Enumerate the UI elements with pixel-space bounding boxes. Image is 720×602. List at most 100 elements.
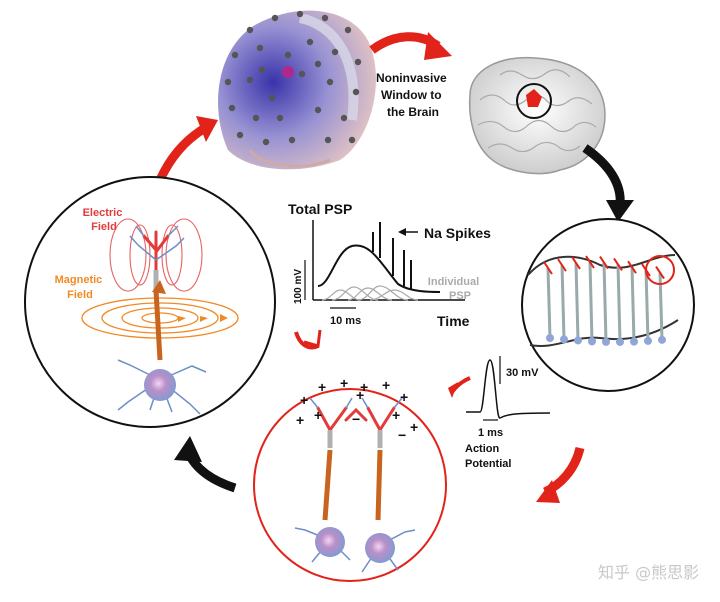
cortical-dendrite: [571, 256, 581, 270]
dipole-circle: +++++++++++−−: [253, 375, 447, 582]
watermark: 知乎 @熊思影: [598, 563, 699, 582]
electrode-dot: [228, 104, 236, 112]
action-potential-plot: 30 mV 1 ms Action Potential: [465, 356, 551, 470]
cortical-soma: [644, 336, 652, 345]
cortical-neuron: [560, 265, 566, 340]
cortical-dendrite: [627, 260, 637, 274]
electrode-dot: [296, 10, 304, 18]
charge-symbol: +: [300, 392, 308, 408]
electrode-dot: [252, 114, 260, 122]
psp-y-scale: 100 mV: [293, 269, 304, 304]
charge-symbol: −: [352, 411, 360, 427]
electrode-dot: [276, 114, 284, 122]
window-label-line3: the Brain: [387, 105, 439, 119]
charge-symbol: +: [382, 377, 390, 393]
ap-time-scale: 1 ms: [478, 427, 503, 439]
electrode-dot: [331, 48, 339, 56]
cortical-neuron: [630, 267, 636, 342]
electrode-dot: [314, 60, 322, 68]
cortical-dendrite: [613, 257, 623, 271]
electric-field-label: Electric Field: [83, 207, 126, 233]
charge-symbol: +: [356, 387, 364, 403]
cortical-dendrite: [557, 258, 567, 272]
electrode-dot: [306, 38, 314, 46]
charge-symbol: +: [314, 407, 322, 423]
na-spikes-label: Na Spikes: [424, 225, 491, 241]
cortical-neuron: [574, 262, 580, 341]
charge-symbol: +: [400, 389, 408, 405]
psp-x-axis-label: Time: [437, 313, 470, 329]
arrow-head-right-red: [424, 32, 452, 60]
psp-plot: Total PSP Na Spikes Individual PSP: [288, 201, 491, 329]
electrode-dot: [256, 44, 264, 52]
electrode-dot: [324, 136, 332, 144]
cortical-soma: [546, 334, 554, 342]
cortical-dendrite: [585, 255, 595, 269]
arrow-head-downleft-red: [536, 480, 560, 503]
left-soma: [144, 369, 176, 401]
ap-label: Action Potential: [465, 443, 511, 470]
electrode-dot: [284, 51, 292, 59]
psp-title: Total PSP: [288, 201, 352, 217]
arrow-head-down-black: [606, 200, 634, 222]
electrode-dot: [246, 76, 254, 84]
electrode-dot: [271, 14, 279, 22]
arrow-head-upleft-black: [174, 436, 202, 462]
cortical-dendrite: [599, 255, 609, 270]
electrode-dot: [321, 14, 329, 22]
cortical-soma: [630, 337, 638, 346]
window-label-line1: Noninvasive: [376, 71, 447, 85]
cortical-neuron: [588, 261, 594, 342]
electrode-dot: [326, 78, 334, 86]
arrow-head-upright-red: [196, 116, 218, 142]
eeg-head-illustration: [218, 10, 376, 170]
na-spikes: [372, 222, 412, 289]
electrode-dot: [224, 78, 232, 86]
individual-psp-curves: [321, 285, 419, 301]
action-potential-trace: [466, 359, 551, 419]
electrode-dot: [348, 136, 356, 144]
individual-psp-label: Individual PSP: [428, 276, 482, 302]
cortical-soma: [574, 336, 582, 345]
magnetic-field-label: Magnetic Field: [55, 274, 106, 301]
charge-symbol: +: [318, 379, 326, 395]
cortical-neuron: [644, 270, 650, 341]
cortical-soma: [602, 337, 610, 346]
eeg-electrode-dots: [224, 10, 362, 146]
total-psp-curve: [317, 244, 441, 293]
electrode-dot: [262, 138, 270, 146]
cortical-dendrite: [543, 261, 553, 275]
electrode-dot: [246, 26, 254, 34]
ap-voltage-scale: 30 mV: [506, 367, 539, 379]
window-label: Noninvasive Window to the Brain: [376, 71, 450, 119]
cortical-dendrite: [655, 265, 665, 280]
cortical-soma: [560, 335, 568, 344]
cortical-soma: [616, 337, 624, 346]
cycle-arrows: [155, 32, 634, 503]
charge-symbol: +: [340, 375, 348, 391]
charge-symbol: +: [360, 379, 368, 395]
electrode-dot: [354, 58, 362, 66]
brain-illustration: [468, 56, 606, 175]
electrode-dot: [340, 114, 348, 122]
electrode-dot: [344, 26, 352, 34]
cortical-neuron: [602, 262, 608, 342]
electrode-dot: [231, 51, 239, 59]
field-circle: [24, 176, 276, 428]
charge-symbol: +: [392, 407, 400, 423]
electrode-dot: [352, 88, 360, 96]
charge-symbol: +: [296, 412, 304, 428]
cortical-neuron: [616, 264, 622, 343]
electrode-dot: [288, 136, 296, 144]
electrode-dot: [236, 131, 244, 139]
cortical-neuron: [658, 272, 664, 340]
electrode-dot: [314, 106, 322, 114]
electrode-dot: [258, 66, 266, 74]
cortical-neuron: [546, 267, 552, 339]
electrode-dot: [298, 70, 306, 78]
cortical-soma: [658, 335, 666, 344]
electrode-dot: [268, 94, 276, 102]
window-label-line2: Window to: [381, 88, 442, 102]
charge-symbol: +: [410, 419, 418, 435]
